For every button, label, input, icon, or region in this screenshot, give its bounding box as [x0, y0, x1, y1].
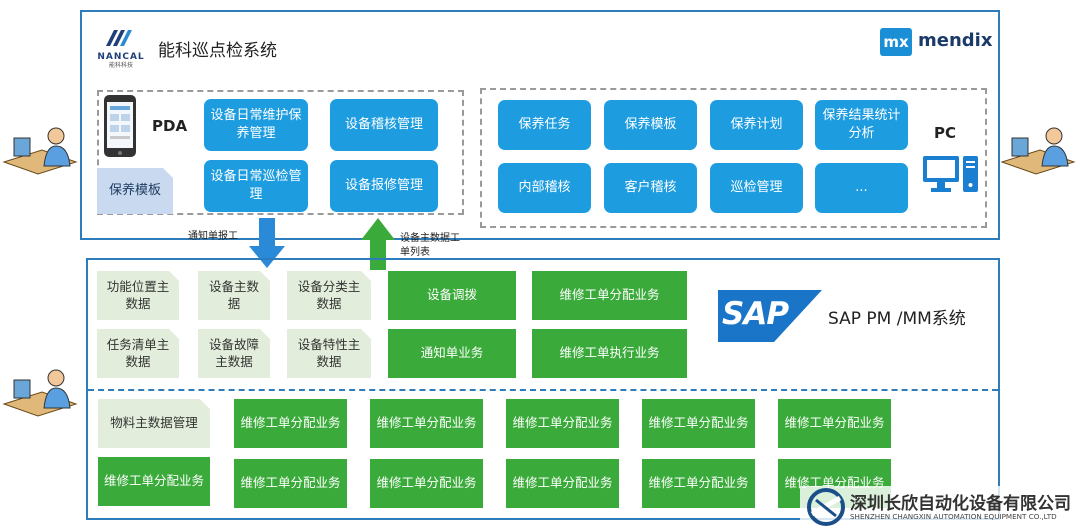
pda-label: PDA	[152, 117, 188, 135]
user-at-computer-icon-top-right	[1000, 122, 1078, 178]
pda-module-audit[interactable]: 设备稽核管理	[330, 99, 438, 151]
phone-icon	[103, 94, 137, 158]
watermark-company-en: SHENZHEN CHANGXIN AUTOMATION EQUIPMENT C…	[850, 512, 1057, 521]
mendix-name: mendix	[918, 30, 993, 51]
mm-material-master[interactable]: 物料主数据管理	[98, 399, 210, 448]
pda-module-daily-maintenance[interactable]: 设备日常维护保养管理	[204, 99, 308, 151]
nancal-logo-sub: 能科科技	[108, 62, 133, 69]
sap-system-frame	[86, 258, 1000, 520]
lower-row2-box-3[interactable]: 维修工单分配业务	[506, 459, 619, 508]
watermark: 深圳长欣自动化设备有限公司 SHENZHEN CHANGXIN AUTOMATI…	[800, 486, 1078, 528]
pc-module-more[interactable]: ...	[815, 163, 908, 213]
master-task-list[interactable]: 任务清单主数据	[97, 329, 179, 378]
lower-row2-first-box[interactable]: 维修工单分配业务	[98, 457, 210, 506]
lower-row2-box-4[interactable]: 维修工单分配业务	[642, 459, 755, 508]
pda-module-daily-inspection[interactable]: 设备日常巡检管理	[204, 160, 308, 212]
master-equipment-fault[interactable]: 设备故障主数据	[198, 329, 270, 378]
business-work-order-assignment[interactable]: 维修工单分配业务	[532, 271, 687, 320]
pc-module-customer-audit[interactable]: 客户稽核	[604, 163, 697, 213]
lower-row1-box-1[interactable]: 维修工单分配业务	[234, 399, 347, 448]
desktop-computer-icon	[922, 154, 980, 194]
nancal-logo-icon	[106, 30, 132, 46]
master-data-worklist-label: 设备主数据工单列表	[400, 233, 460, 258]
lower-row1-box-2[interactable]: 维修工单分配业务	[370, 399, 483, 448]
sap-logo-text: SAP	[722, 296, 789, 332]
user-at-computer-icon-top-left	[2, 122, 80, 178]
pc-module-maintenance-template[interactable]: 保养模板	[604, 100, 697, 150]
pc-label: PC	[934, 124, 957, 142]
down-arrow-icon	[249, 218, 285, 268]
lower-row1-box-4[interactable]: 维修工单分配业务	[642, 399, 755, 448]
lower-row2-box-2[interactable]: 维修工单分配业务	[370, 459, 483, 508]
notification-report-label: 通知单报工	[188, 231, 238, 242]
pc-module-inspection[interactable]: 巡检管理	[710, 163, 803, 213]
watermark-company-cn: 深圳长欣自动化设备有限公司	[850, 494, 1071, 514]
master-equipment-class[interactable]: 设备分类主数据	[287, 271, 371, 320]
pc-module-internal-audit[interactable]: 内部稽核	[498, 163, 591, 213]
pc-module-result-statistics[interactable]: 保养结果统计分析	[815, 100, 908, 150]
master-equipment-characteristics[interactable]: 设备特性主数据	[287, 329, 371, 378]
pda-maintenance-template[interactable]: 保养模板	[97, 168, 173, 214]
up-arrow-icon	[361, 218, 395, 270]
lower-row2-box-1[interactable]: 维修工单分配业务	[234, 459, 347, 508]
system-title: 能科巡点检系统	[158, 41, 277, 61]
nancal-logo-text: NANCAL	[97, 52, 145, 62]
sap-divider	[88, 389, 998, 391]
master-equipment[interactable]: 设备主数据	[198, 271, 270, 320]
user-at-computer-icon-bottom-left	[2, 364, 80, 420]
nancal-logo: NANCAL 能科科技	[92, 26, 150, 69]
changxin-logo-icon	[807, 488, 845, 526]
pc-module-maintenance-task[interactable]: 保养任务	[498, 100, 591, 150]
business-notification[interactable]: 通知单业务	[388, 329, 516, 378]
business-equipment-transfer[interactable]: 设备调拨	[388, 271, 516, 320]
mendix-badge: mx	[880, 28, 912, 56]
pc-area	[480, 88, 987, 228]
lower-row1-box-3[interactable]: 维修工单分配业务	[506, 399, 619, 448]
pc-module-maintenance-plan[interactable]: 保养计划	[710, 100, 803, 150]
business-work-order-execution[interactable]: 维修工单执行业务	[532, 329, 687, 378]
pda-module-repair[interactable]: 设备报修管理	[330, 160, 438, 212]
master-functional-location[interactable]: 功能位置主数据	[97, 271, 179, 320]
pda-area	[97, 90, 464, 215]
sap-logo: SAP	[718, 290, 822, 342]
lower-row1-box-5[interactable]: 维修工单分配业务	[778, 399, 891, 448]
sap-system-name: SAP PM /MM系统	[828, 309, 966, 329]
